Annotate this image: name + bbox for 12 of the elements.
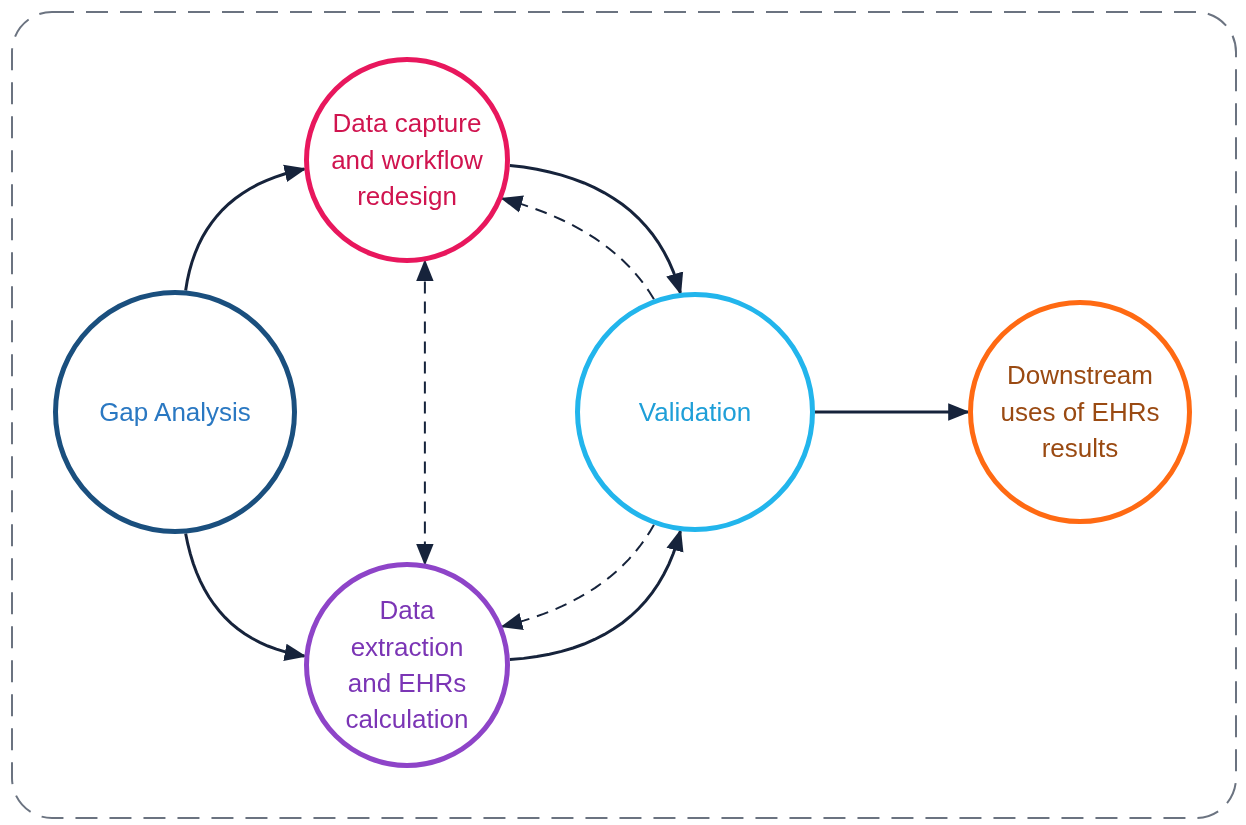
arrow [416,259,434,566]
arrow [509,163,684,295]
node-label: Downstream uses of EHRs results [999,359,1161,466]
arrow [509,529,684,662]
node-label: Validation [637,395,753,429]
node-label: Data capture and workflow redesign [330,107,484,214]
node-label: Data extraction and EHRs calculation [344,594,470,737]
arrow [184,533,307,661]
arrow [500,195,655,301]
node-label: Gap Analysis [98,395,252,429]
arrow [500,523,655,630]
arrow [184,164,307,291]
